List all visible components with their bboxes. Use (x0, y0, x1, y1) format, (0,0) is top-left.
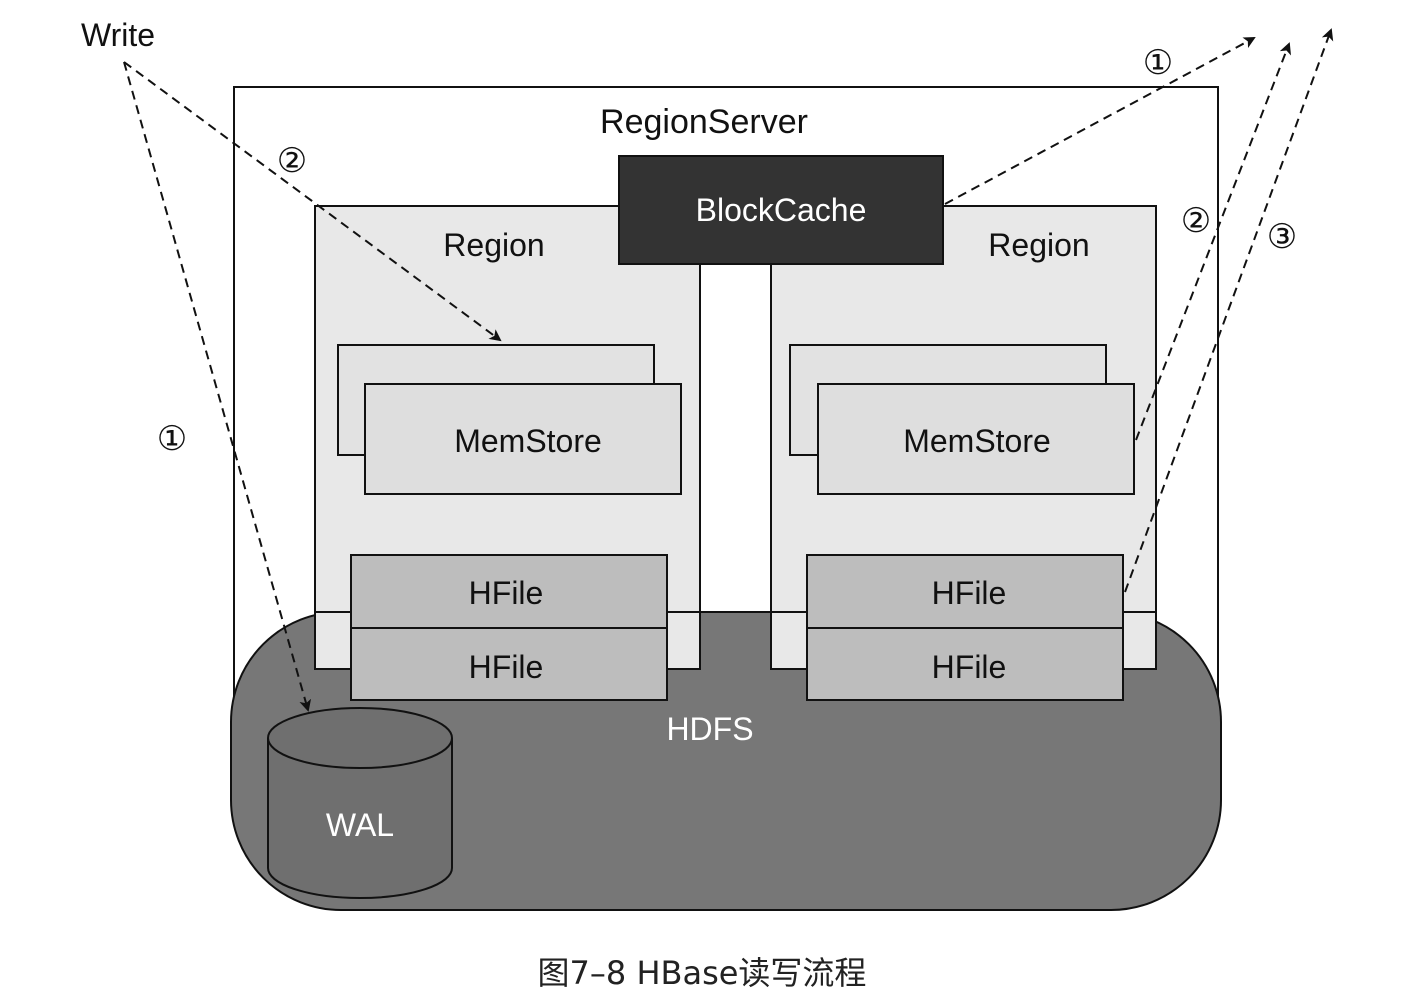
memstore-right-label: MemStore (903, 423, 1051, 459)
hfile-right-2 (806, 627, 1124, 701)
write-step-1-label: ① (157, 420, 187, 458)
memstore-right-front (817, 383, 1135, 495)
wal-cylinder: WAL (267, 707, 453, 899)
block-cache-box (618, 155, 944, 265)
write-step-2-label: ② (277, 142, 307, 180)
region-server-label: RegionServer (600, 103, 808, 141)
read-step-1-label: ① (1143, 44, 1173, 82)
read-arrow-from-hfile (1124, 28, 1334, 593)
read-arrow-from-block-cache (944, 37, 1256, 205)
write-arrow-to-wal (123, 61, 312, 712)
wal-cylinder-top (267, 707, 453, 769)
hfile-right-1-label: HFile (932, 575, 1007, 611)
write-arrow-to-memstore (123, 61, 502, 342)
read-step-3-label: ③ (1267, 218, 1297, 256)
write-label: Write (81, 17, 155, 53)
hfile-left-2-label: HFile (469, 649, 544, 685)
hdfs-label: HDFS (666, 711, 753, 747)
memstore-left-label: MemStore (454, 423, 602, 459)
hfile-left-1-label: HFile (469, 575, 544, 611)
region-right-label: Region (988, 227, 1089, 263)
block-cache-label: BlockCache (696, 192, 867, 228)
hfile-left-2 (350, 627, 668, 701)
figure-caption: 图7–8 HBase读写流程 (538, 954, 867, 992)
memstore-left-front (364, 383, 682, 495)
wal-label: WAL (326, 807, 394, 843)
hfile-right-1 (806, 554, 1124, 629)
hfile-right-2-label: HFile (932, 649, 1007, 685)
read-arrow-from-memstore (1135, 42, 1291, 441)
region-left-label: Region (443, 227, 544, 263)
read-step-2-label: ② (1181, 202, 1211, 240)
hfile-left-1 (350, 554, 668, 629)
wal-cylinder-body (267, 738, 453, 899)
